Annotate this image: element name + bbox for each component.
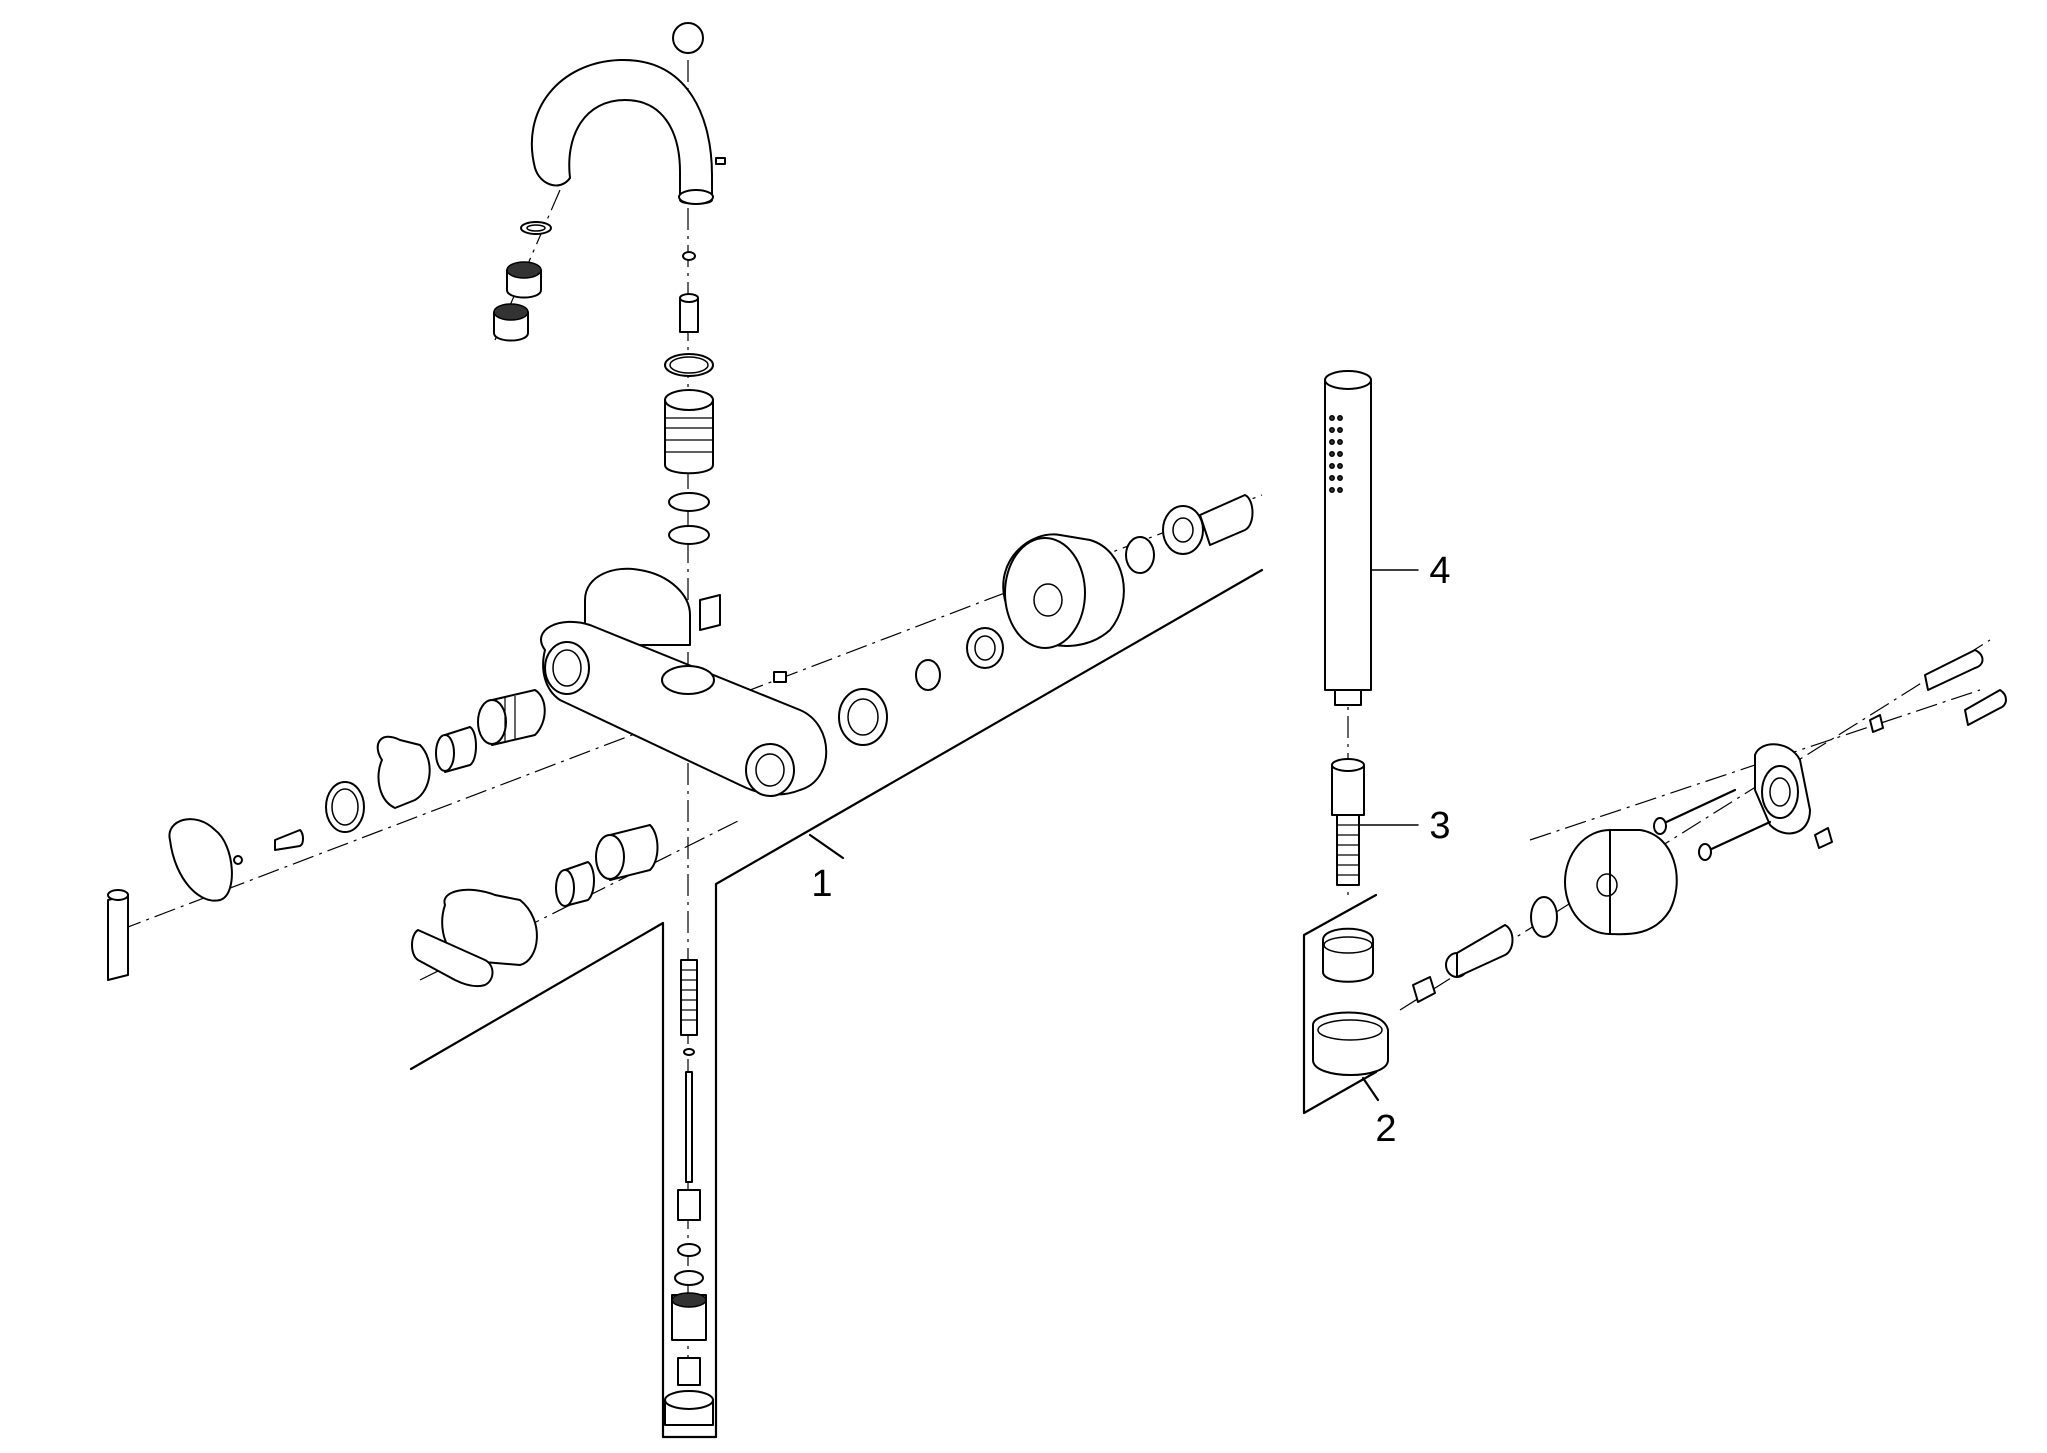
group-1-frame	[409, 568, 1264, 1439]
left-valve-parts	[107, 689, 546, 981]
lower-valve-parts	[411, 824, 659, 988]
label-1: 1	[811, 863, 832, 905]
holder-group-2-frame	[1302, 893, 1380, 1115]
right-connection-parts	[838, 494, 1254, 746]
hose-3	[1331, 758, 1419, 886]
aerator-parts	[493, 221, 552, 342]
diverter-parts	[664, 959, 714, 1426]
spout	[530, 22, 726, 205]
shower-holder-parts	[1312, 639, 2007, 1076]
hand-shower-4	[1324, 370, 1419, 900]
mixer-body	[540, 567, 828, 797]
spout-connector-parts	[664, 251, 714, 545]
label-3: 3	[1429, 805, 1450, 847]
label-4: 4	[1429, 550, 1450, 592]
label-2: 2	[1375, 1108, 1396, 1150]
